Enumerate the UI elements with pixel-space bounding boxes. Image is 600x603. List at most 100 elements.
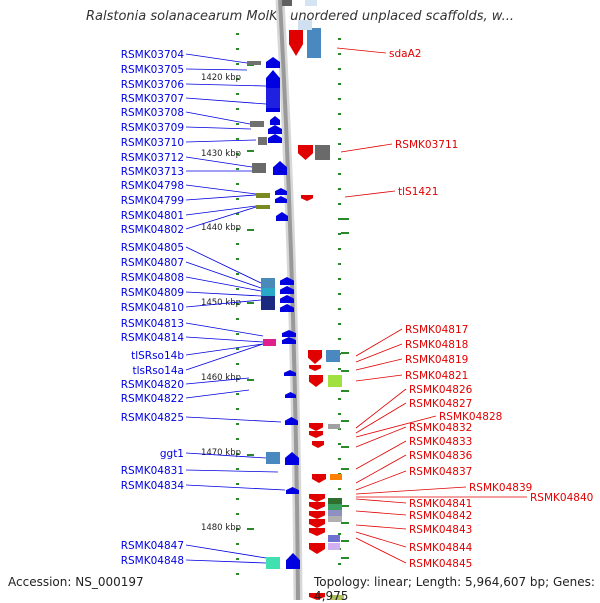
left-leader-line: [185, 469, 279, 473]
right-gene-label: RSMK04828: [439, 411, 502, 423]
left-tick-mark: [236, 558, 239, 560]
left-tick-mark: [236, 348, 239, 350]
right-gene-label: RSMK04821: [405, 370, 468, 382]
right-gene-label: RSMK04844: [409, 542, 473, 554]
right-leader-line: [340, 143, 393, 153]
right-tick-long: [341, 505, 349, 507]
left-tick-mark: [236, 318, 239, 320]
forward-gene-arrow: [285, 392, 296, 398]
left-tick-mark: [236, 108, 239, 110]
left-tick-mark: [236, 138, 239, 140]
reverse-gene-arrow: [289, 30, 303, 56]
forward-gene-arrow: [285, 452, 299, 465]
right-leader-line: [355, 358, 403, 371]
left-tick-mark: [236, 258, 239, 260]
gene-box: [266, 557, 280, 569]
left-leader-line: [185, 559, 267, 564]
gene-box: [247, 61, 261, 65]
forward-gene-arrow: [268, 125, 282, 134]
kbp-label: 1470 kbp: [201, 448, 241, 458]
reverse-gene-arrow: [309, 593, 325, 600]
right-tick-mark: [338, 218, 341, 220]
left-gene-label: RSMK03710: [121, 137, 184, 149]
left-tick-mark: [236, 528, 239, 530]
right-tick-mark: [338, 563, 341, 565]
right-gene-label: RSMK03711: [395, 139, 458, 151]
right-tick-long: [341, 352, 349, 354]
left-tick-mark: [236, 243, 239, 245]
right-leader-line: [355, 510, 407, 516]
left-leader-line: [185, 246, 262, 284]
gene-box: [298, 20, 312, 30]
left-tick-mark: [236, 438, 239, 440]
reverse-gene-arrow: [309, 365, 321, 371]
left-tick-mark: [236, 483, 239, 485]
left-leader-line: [185, 299, 262, 308]
left-gene-label: RSMK04848: [121, 555, 184, 567]
gene-box: [326, 350, 340, 362]
kbp-label: 1430 kbp: [201, 149, 241, 159]
left-leader-line: [185, 416, 282, 423]
left-leader-line: [185, 389, 250, 399]
gene-box: [328, 510, 342, 516]
left-gene-label: RSMK04825: [121, 412, 184, 424]
left-tick-mark: [236, 498, 239, 500]
left-gene-label: RSMK04822: [121, 393, 184, 405]
left-gene-label: RSMK03707: [121, 93, 184, 105]
reverse-gene-arrow: [309, 519, 325, 528]
gene-box: [328, 516, 342, 522]
left-gene-label: RSMK03708: [121, 107, 184, 119]
right-tick-mark: [338, 143, 341, 145]
reverse-gene-arrow: [301, 195, 313, 201]
right-leader-line: [355, 486, 467, 495]
right-tick-long: [341, 390, 349, 392]
kbp-label: 1450 kbp: [201, 298, 241, 308]
left-tick-mark: [236, 63, 239, 65]
right-tick-mark: [338, 308, 341, 310]
right-tick-mark: [338, 68, 341, 70]
left-leader-line: [185, 484, 286, 491]
left-tick-mark: [236, 468, 239, 470]
kbp-tick: [247, 229, 254, 231]
right-leader-line: [355, 498, 407, 504]
forward-gene-arrow: [273, 161, 287, 175]
left-tick-mark: [236, 303, 239, 305]
right-tick-mark: [338, 233, 341, 235]
right-gene-label: RSMK04843: [409, 524, 472, 536]
right-tick-mark: [338, 533, 341, 535]
right-tick-mark: [338, 323, 341, 325]
left-leader-line: [185, 206, 257, 230]
left-gene-label: RSMK04814: [121, 332, 185, 344]
reverse-gene-arrow: [309, 423, 323, 431]
right-tick-mark: [338, 173, 341, 175]
left-gene-label: RSMK03712: [121, 152, 184, 164]
forward-gene-arrow: [275, 188, 287, 195]
left-tick-mark: [236, 273, 239, 275]
kbp-tick: [247, 302, 254, 304]
left-gene-label: RSMK04805: [121, 242, 184, 254]
gene-box: [328, 498, 342, 504]
right-tick-mark: [338, 113, 341, 115]
left-leader-line: [185, 322, 264, 337]
right-tick-long: [341, 522, 349, 524]
right-tick-mark: [338, 188, 341, 190]
gene-box: [263, 339, 276, 346]
gene-box: [328, 504, 342, 510]
left-tick-mark: [236, 123, 239, 125]
left-leader-line: [185, 156, 253, 168]
kbp-tick: [247, 454, 254, 456]
right-leader-line: [355, 343, 403, 363]
left-tick-mark: [236, 93, 239, 95]
right-tick-mark: [338, 53, 341, 55]
right-tick-long: [341, 420, 349, 422]
topology-label: Topology: linear; Length: 5,964,607 bp; …: [314, 575, 595, 603]
left-leader-line: [185, 336, 264, 343]
right-gene-label: sdaA2: [389, 48, 421, 60]
left-tick-mark: [236, 213, 239, 215]
right-gene-label: RSMK04839: [469, 482, 532, 494]
left-gene-label: RSMK04813: [121, 318, 184, 330]
left-gene-label: RSMK04847: [121, 540, 184, 552]
left-tick-mark: [236, 543, 239, 545]
right-tick-mark: [338, 488, 341, 490]
